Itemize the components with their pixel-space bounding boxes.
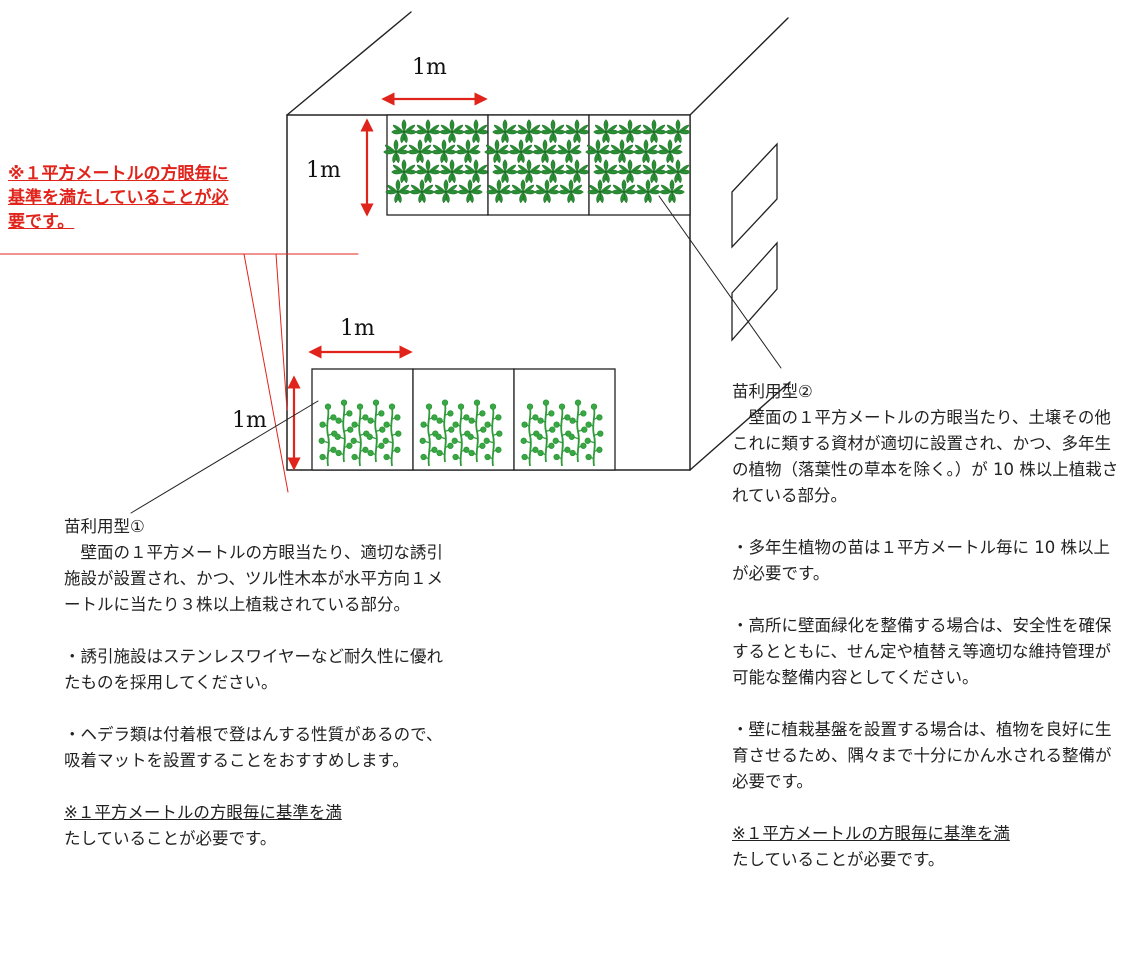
building-edge-bottom — [689, 381, 791, 471]
type1-description: 壁面の１平方メートルの方眼当たり、適切な誘引施設が設置され、かつ、ツル性木本が水… — [64, 543, 444, 614]
building-edge-left — [286, 11, 412, 116]
type2-note-3: ・壁に植栽基盤を設置する場合は、植物を良好に生育させるため、隅々まで十分にかん水… — [732, 720, 1112, 791]
type1-title: 苗利用型① — [64, 517, 145, 536]
bottom-height-label: 1m — [232, 408, 267, 433]
type1-leader-line — [130, 400, 319, 514]
type2-note-1: ・多年生植物の苗は１平方メートル毎に 10 株以上が必要です。 — [732, 538, 1110, 583]
type2-footnote-underlined: ※１平方メートルの方眼毎に基準を満 — [732, 824, 1010, 843]
building-edge-right — [689, 17, 789, 116]
type2-leader-line — [658, 195, 782, 369]
note-leader-right — [275, 253, 288, 411]
type1-note-2: ・ヘデラ類は付着根で登はんする性質があるので、吸着マットを設置することをおすすめ… — [64, 725, 443, 770]
side-window-lower — [731, 241, 778, 342]
type2-note-2: ・高所に壁面緑化を整備する場合は、安全性を確保するとともに、せん定や植替え等適切… — [732, 616, 1112, 687]
bottom-width-label: 1m — [340, 316, 375, 341]
type1-text-block: 苗利用型① 壁面の１平方メートルの方眼当たり、適切な誘引施設が設置され、かつ、ツ… — [64, 514, 456, 852]
top-height-label: 1m — [306, 158, 341, 183]
type1-note-1: ・誘引施設はステンレスワイヤーなど耐久性に優れたものを採用してください。 — [64, 647, 444, 692]
note-leader-left — [243, 253, 289, 493]
grid-requirement-note: ※１平方メートルの方眼毎に基準を満たしていることが必要です。 — [8, 164, 229, 232]
top-width-label: 1m — [412, 55, 447, 80]
type1-footnote-underlined: ※１平方メートルの方眼毎に基準を満 — [64, 803, 342, 822]
type2-text-block: 苗利用型② 壁面の１平方メートルの方眼当たり、土壌その他これに類する資材が適切に… — [732, 379, 1124, 873]
type2-description: 壁面の１平方メートルの方眼当たり、土壌その他これに類する資材が適切に設置され、か… — [732, 408, 1119, 505]
type2-title: 苗利用型② — [732, 382, 813, 401]
type1-footnote-rest: たしていることが必要です。 — [64, 829, 277, 848]
type2-footnote-rest: たしていることが必要です。 — [732, 850, 945, 869]
side-window-upper — [731, 142, 778, 249]
